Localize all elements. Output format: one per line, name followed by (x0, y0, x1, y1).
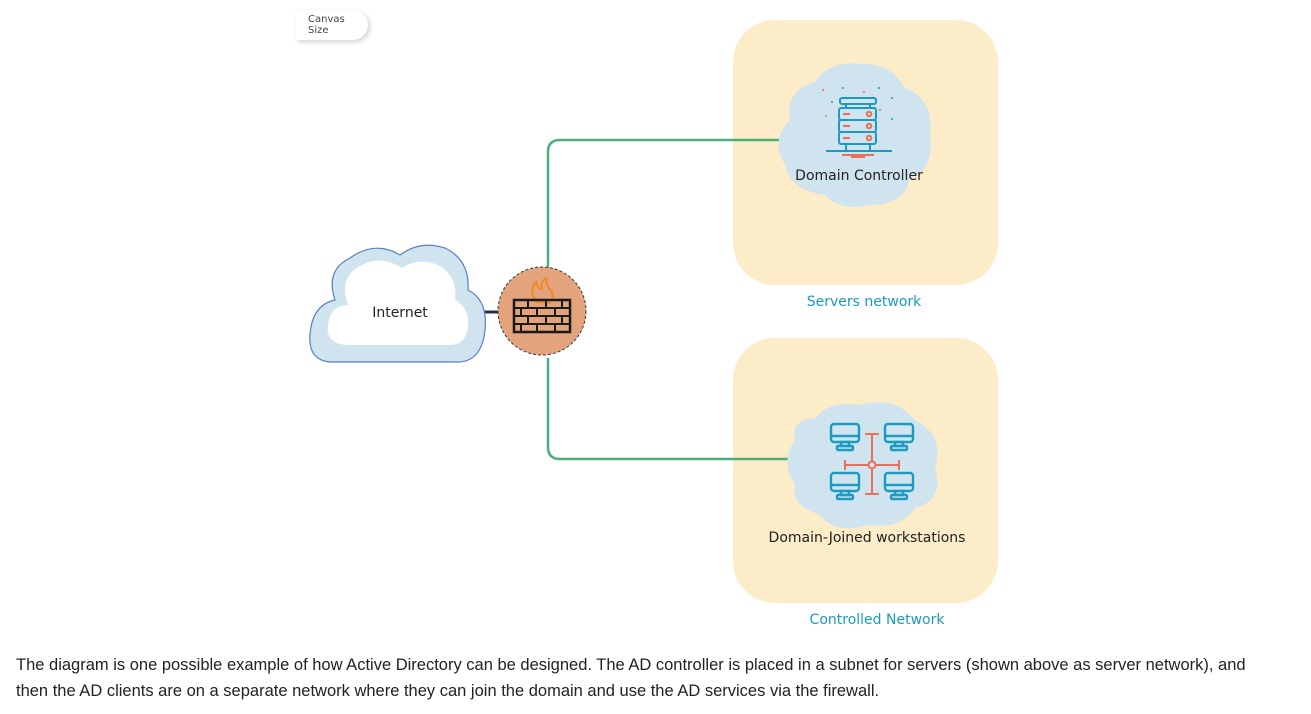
domain-controller-label: Domain Controller (795, 168, 923, 184)
internet-node[interactable] (309, 244, 486, 363)
networked-computers-icon (829, 422, 915, 501)
cloud-inner-highlight (327, 260, 469, 345)
canvas-size-label: Canvas Size (308, 14, 345, 36)
controlled-network-label: Controlled Network (809, 612, 945, 628)
domain-controller-blob (778, 63, 931, 208)
sparkle-dots-icon (822, 87, 893, 120)
firewall-node[interactable] (497, 266, 587, 356)
domain-controller-node[interactable] (778, 63, 931, 208)
internet-label: Internet (372, 305, 428, 321)
server-rack-icon (826, 97, 892, 158)
workstations-label: Domain-Joined workstations (768, 530, 966, 546)
edge-firewall-to-workstations (546, 358, 795, 461)
firewall-icon (512, 276, 572, 334)
edge-firewall-to-domain-controller (546, 138, 790, 268)
canvas-size-button[interactable]: Canvas Size (296, 10, 368, 40)
workstations-node[interactable] (787, 402, 938, 529)
firewall-circle (497, 266, 587, 356)
diagram-description: The diagram is one possible example of h… (16, 656, 1246, 700)
servers-network-label: Servers network (806, 294, 922, 310)
